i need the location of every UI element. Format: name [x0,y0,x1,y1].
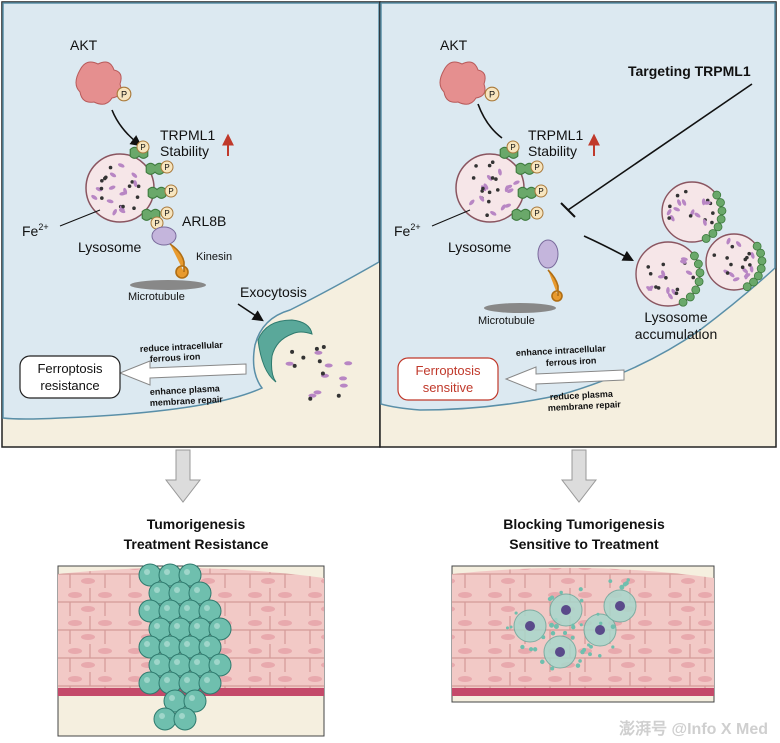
left-microtubule [130,280,206,290]
left-arrow-bottom-line2: membrane repair [150,394,224,408]
right-lysosome-label: Lysosome [448,239,512,255]
right-arl8b-protein [537,239,559,269]
right-cell-cytoplasm [380,2,776,411]
right-caption-line2: Sensitive to Treatment [509,536,659,552]
right-outcome-line2: sensitive [423,380,474,395]
left-arrow-top-line1: reduce intracellular [140,340,224,354]
left-arl8b-protein [151,226,177,246]
left-outcome-line2: resistance [40,378,99,393]
right-outcome-line1: Ferroptosis [415,363,481,378]
right-akt-label: AKT [440,37,468,53]
left-akt-arrow [111,109,142,147]
left-outcome-arrow [118,360,247,386]
left-released-cargo [285,344,353,401]
left-kinesin-motor [169,243,189,279]
left-lysosome [85,140,178,230]
left-exocytosis-pore [257,319,313,383]
right-outcome-arrow [504,366,625,392]
watermark: 澎湃号 @Info X Med [619,719,768,738]
left-outcome-line1: Ferroptosis [37,361,103,376]
left-microtubule-label: Microtubule [128,291,185,303]
left-lysosome-cargo [91,163,141,216]
left-arrow-top-line2: ferrous iron [150,351,201,364]
right-trpml1-label: TRPML1 [528,127,583,143]
right-fe-pointer [431,209,471,227]
left-arrow-bottom-line1: enhance plasma [150,383,221,397]
right-targeting-label: Targeting TRPML1 [628,63,751,79]
right-inhibition-bar [560,202,576,218]
left-panel: AKT TRPML1 Stability Fe2+ Lysosome ARL8B [1,1,381,448]
left-exocytosis-label: Exocytosis [240,284,307,300]
right-microtubule [484,303,556,313]
right-accum-line2: accumulation [635,326,718,342]
left-akt-p-badge [116,86,132,102]
right-dying-tumor-cells [505,578,637,671]
left-trpml1-label: TRPML1 [160,127,215,143]
left-caption-line1: Tumorigenesis [147,516,246,532]
right-accumulation-arrow [583,235,634,262]
left-stability-label: Stability [160,143,209,159]
right-lysosome-cargo [469,160,520,218]
right-akt-link [477,103,503,139]
right-akt-p-badge [484,86,500,102]
right-arrow-bottom-line1: reduce plasma [550,389,614,402]
right-kinesin-motor [547,269,563,302]
right-arrow-bottom-line2: membrane repair [548,399,622,413]
left-akt-label: AKT [70,37,98,53]
left-arl8b-label: ARL8B [182,213,226,229]
left-tissue [57,563,325,737]
right-akt-protein [439,61,486,105]
right-caption-line1: Blocking Tumorigenesis [503,516,665,532]
left-tumor-mass [138,563,232,731]
right-microtubule-label: Microtubule [478,315,535,327]
right-accum-line1: Lysosome [644,309,708,325]
right-arrow-top-line2: ferrous iron [546,355,597,368]
left-lysosome-label: Lysosome [78,239,142,255]
right-fe-label: Fe2+ [394,222,421,239]
left-down-arrow [164,449,202,503]
right-tissue [451,565,715,703]
left-exocytosis-arrow [237,303,264,322]
right-accumulated-lysosomes [635,181,767,307]
right-outcome-box [397,357,499,401]
left-cell-cytoplasm [2,2,380,420]
left-fe-pointer [59,209,101,227]
left-outcome-box [19,355,121,399]
right-arrow-top-line1: enhance intracellular [516,343,607,358]
right-inhibition-line [567,83,753,211]
left-kinesin-label: Kinesin [196,251,232,263]
right-lysosome [455,140,548,223]
left-fe-label: Fe2+ [22,222,49,239]
right-stability-label: Stability [528,143,577,159]
right-down-arrow [560,449,598,503]
left-caption-line2: Treatment Resistance [124,536,269,552]
right-panel: Targeting TRPML1 AKT TRPML1 Stability Fe… [379,1,777,448]
